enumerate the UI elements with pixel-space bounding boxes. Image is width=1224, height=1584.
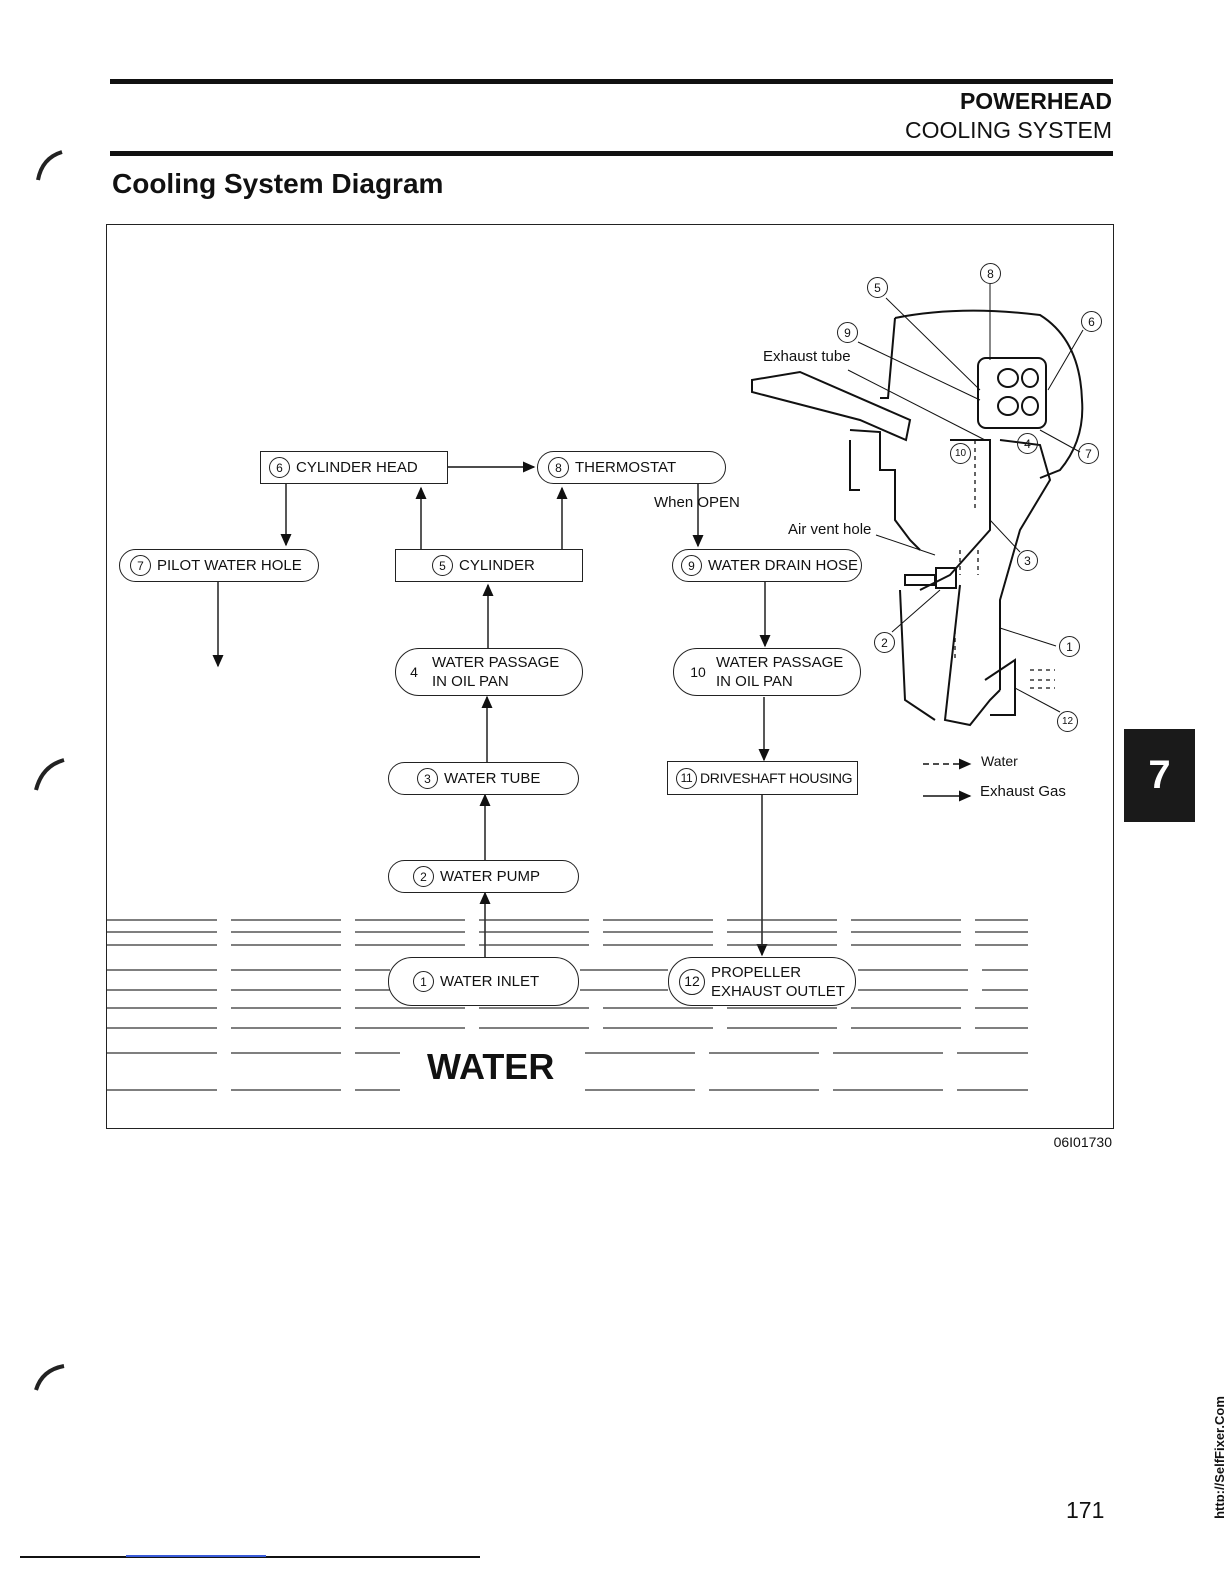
node-label: WATER PUMP: [440, 868, 540, 885]
node-thermostat: 8 THERMOSTAT: [537, 451, 726, 484]
legend-exhaust-gas: Exhaust Gas: [980, 783, 1066, 800]
engine-callout-3: 3: [1017, 550, 1038, 571]
subsection-title: COOLING SYSTEM: [904, 117, 1112, 143]
node-water-drain-hose: 9 WATER DRAIN HOSE: [672, 549, 862, 582]
callout-number: 4: [410, 663, 418, 680]
node-label-line2: IN OIL PAN: [432, 673, 509, 690]
node-label-line1: WATER PASSAGE: [716, 654, 844, 671]
node-label: WATER INLET: [440, 973, 540, 990]
callout-number: 5: [432, 555, 453, 576]
node-cylinder-head: 6 CYLINDER HEAD: [260, 451, 448, 484]
callout-number: 1: [413, 971, 434, 992]
node-water-tube: 3 WATER TUBE: [388, 762, 579, 795]
when-open-label: When OPEN: [654, 494, 740, 511]
node-label-line2: IN OIL PAN: [716, 673, 793, 690]
air-vent-hole-label: Air vent hole: [788, 521, 872, 538]
engine-callout-1: 1: [1059, 636, 1080, 657]
engine-callout-12: 12: [1057, 711, 1078, 732]
engine-callout-10: 10: [950, 443, 971, 464]
node-label-line2: EXHAUST OUTLET: [711, 982, 845, 1000]
node-propeller-exhaust-outlet: 12 PROPELLER EXHAUST OUTLET: [668, 957, 856, 1006]
footer-rule: [20, 1556, 480, 1558]
engine-callout-7: 7: [1078, 443, 1099, 464]
node-label: WATER DRAIN HOSE: [708, 557, 859, 574]
node-water-passage-4: 4 WATER PASSAGE IN OIL PAN: [395, 648, 583, 696]
node-label: PILOT WATER HOLE: [157, 557, 302, 574]
chapter-tab: 7: [1124, 729, 1195, 822]
page-number: 171: [1066, 1497, 1105, 1523]
callout-number: 8: [548, 457, 569, 478]
binder-marks: [34, 150, 65, 1391]
node-water-passage-10: 10 WATER PASSAGE IN OIL PAN: [673, 648, 861, 696]
node-pilot-water-hole: 7 PILOT WATER HOLE: [119, 549, 319, 582]
header-bottom-rule: [110, 151, 1113, 156]
water-label: WATER: [427, 1046, 555, 1087]
engine-callout-2: 2: [874, 632, 895, 653]
engine-callout-4: 4: [1017, 433, 1038, 454]
callout-number: 10: [690, 663, 706, 680]
callout-number: 11: [676, 767, 697, 789]
header-top-rule: [110, 79, 1113, 84]
legend-water: Water: [981, 753, 1018, 769]
exhaust-tube-label: Exhaust tube: [763, 348, 851, 365]
callout-number: 9: [681, 555, 702, 576]
node-label-line1: PROPELLER: [711, 963, 802, 981]
engine-callout-5: 5: [867, 277, 888, 298]
node-water-inlet: 1 WATER INLET: [388, 957, 579, 1006]
node-driveshaft-housing: 11 DRIVESHAFT HOUSING: [667, 761, 858, 795]
callout-number: 7: [130, 555, 151, 576]
callout-number: 2: [413, 866, 434, 887]
engine-callout-8: 8: [980, 263, 1001, 284]
callout-number: 6: [269, 457, 290, 478]
figure-reference: 06I01730: [1053, 1134, 1112, 1150]
node-cylinder: 5 CYLINDER: [395, 549, 583, 582]
callout-number: 3: [417, 768, 438, 789]
diagram-frame: [106, 224, 1114, 1129]
callout-number: 12: [679, 968, 705, 995]
footer-rule-blue: [126, 1555, 266, 1557]
node-label-line1: WATER PASSAGE: [432, 654, 560, 671]
engine-callout-9: 9: [837, 322, 858, 343]
watermark: http://SelfFixer.Com: [1211, 1396, 1224, 1519]
section-title: POWERHEAD: [959, 88, 1112, 114]
outboard-engine-drawing: [751, 309, 1084, 727]
page-title: Cooling System Diagram: [112, 168, 444, 199]
node-water-pump: 2 WATER PUMP: [388, 860, 579, 893]
node-label: CYLINDER: [459, 557, 535, 574]
node-label: WATER TUBE: [444, 770, 541, 787]
node-label: CYLINDER HEAD: [296, 459, 418, 476]
node-label: THERMOSTAT: [575, 459, 677, 476]
node-label: DRIVESHAFT HOUSING: [700, 770, 853, 786]
engine-callout-6: 6: [1081, 311, 1102, 332]
